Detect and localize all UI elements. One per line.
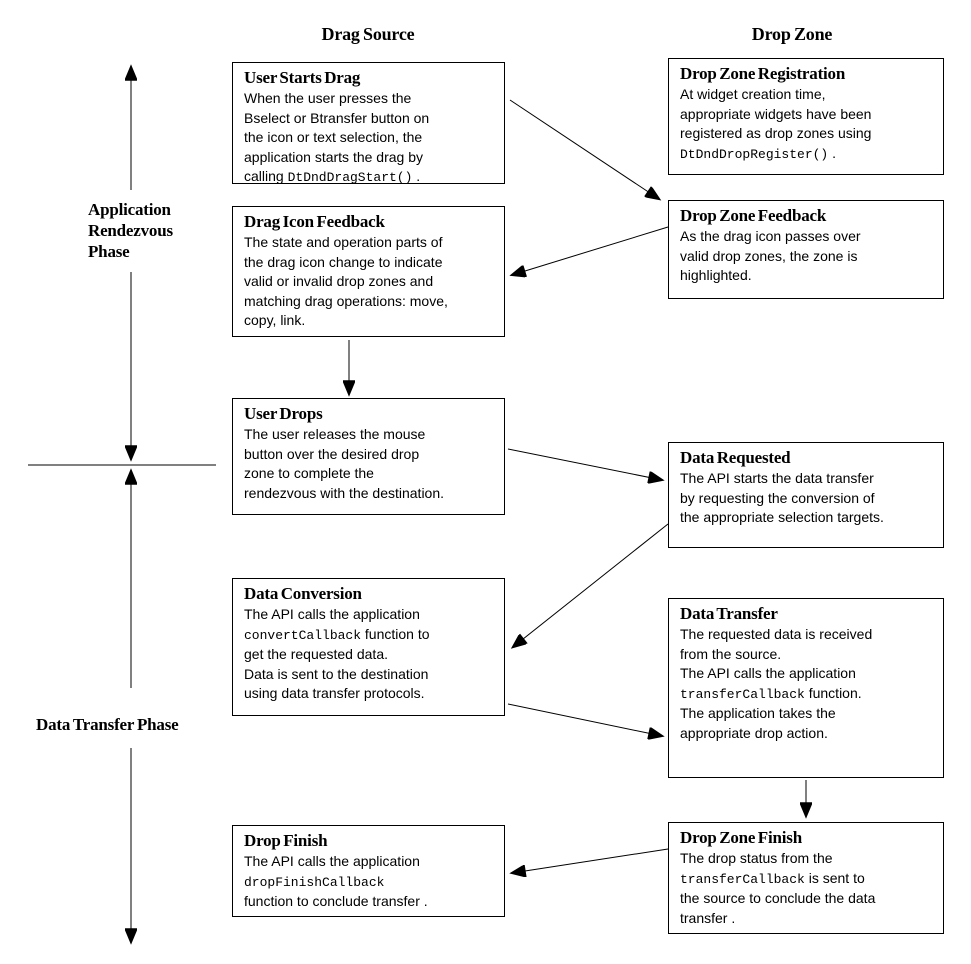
arrow-data-conversion-to-data-transfer bbox=[507, 703, 662, 736]
column-header-drop-zone: Drop Zone bbox=[751, 24, 833, 44]
box-drop-zone-finish: Drop Zone Finish The drop status from th… bbox=[668, 822, 944, 934]
box-data-conversion: Data Conversion The API calls the applic… bbox=[232, 578, 505, 716]
box-title: Drop Zone Registration bbox=[680, 64, 846, 83]
box-body: At widget creation time,appropriate widg… bbox=[680, 86, 872, 162]
arrow-user-starts-drag-to-drop-zone-feedback bbox=[509, 99, 659, 199]
box-title: Drag Icon Feedback bbox=[244, 212, 385, 231]
arrow-data-requested-to-data-conversion bbox=[513, 523, 669, 647]
box-title: User Starts Drag bbox=[244, 68, 361, 87]
box-title: Drop Zone Feedback bbox=[680, 206, 827, 225]
box-title: Data Conversion bbox=[244, 584, 362, 603]
arrow-user-drops-to-data-requested bbox=[507, 448, 662, 480]
box-drop-finish: Drop Finish The API calls the applicatio… bbox=[232, 825, 505, 917]
arrow-drop-zone-feedback-to-drag-icon-feedback bbox=[512, 226, 669, 275]
box-title: Drop Finish bbox=[244, 831, 328, 850]
box-title: Drop Zone Finish bbox=[680, 828, 802, 847]
box-data-requested: Data Requested The API starts the data t… bbox=[668, 442, 944, 548]
box-user-starts-drag: User Starts Drag When the user presses t… bbox=[232, 62, 505, 185]
box-title: Data Requested bbox=[680, 448, 791, 467]
box-data-transfer: Data Transfer The requested data is rece… bbox=[668, 598, 944, 778]
box-title: User Drops bbox=[244, 404, 323, 423]
column-header-drag-source: Drag Source bbox=[321, 24, 415, 44]
box-drag-icon-feedback: Drag Icon Feedback The state and operati… bbox=[232, 206, 505, 337]
phase-label-data-transfer: Data Transfer Phase bbox=[36, 715, 179, 734]
box-drop-zone-feedback: Drop Zone Feedback As the drag icon pass… bbox=[668, 200, 944, 299]
arrow-drop-zone-finish-to-drop-finish bbox=[512, 848, 669, 873]
box-drop-zone-registration: Drop Zone Registration At widget creatio… bbox=[668, 58, 944, 175]
box-title: Data Transfer bbox=[680, 604, 778, 623]
